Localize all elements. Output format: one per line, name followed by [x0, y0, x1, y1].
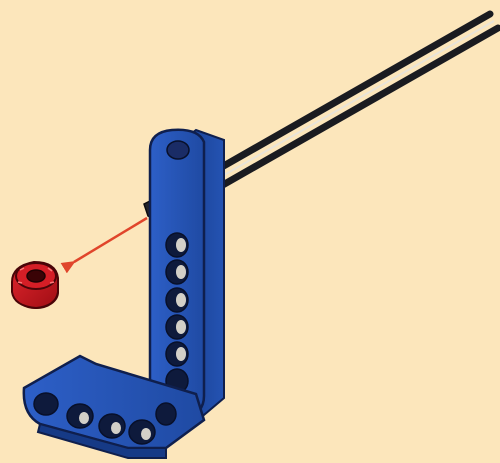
bush: [12, 262, 58, 308]
direction-arrow: [74, 218, 147, 262]
